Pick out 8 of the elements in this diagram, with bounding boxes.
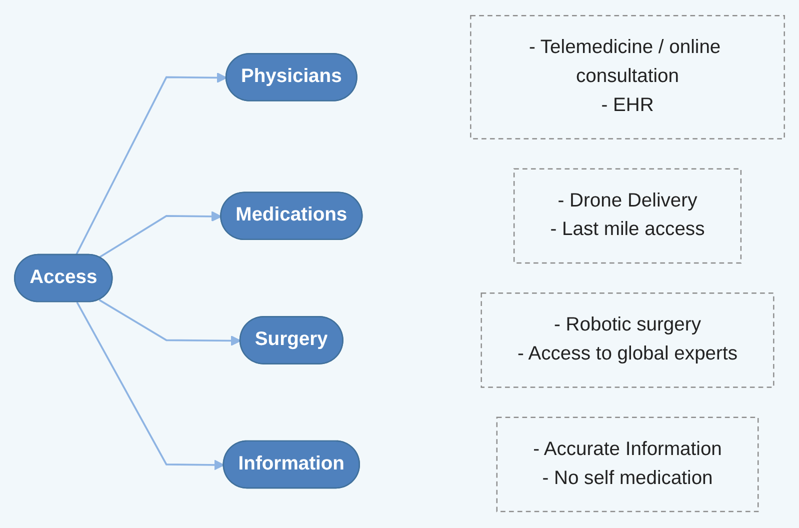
arrow: [75, 72, 228, 256]
arrow: [98, 300, 242, 346]
node-box: - Telemedicine / online consultation - EHR: [470, 15, 785, 140]
arrow: [76, 302, 224, 471]
node-box: - Robotic surgery - Access to global experts: [480, 292, 774, 388]
node-box: - Accurate Information - No self medication: [496, 417, 759, 513]
arrow: [98, 212, 222, 259]
node-box: - Drone Delivery - Last mile access: [513, 168, 742, 264]
